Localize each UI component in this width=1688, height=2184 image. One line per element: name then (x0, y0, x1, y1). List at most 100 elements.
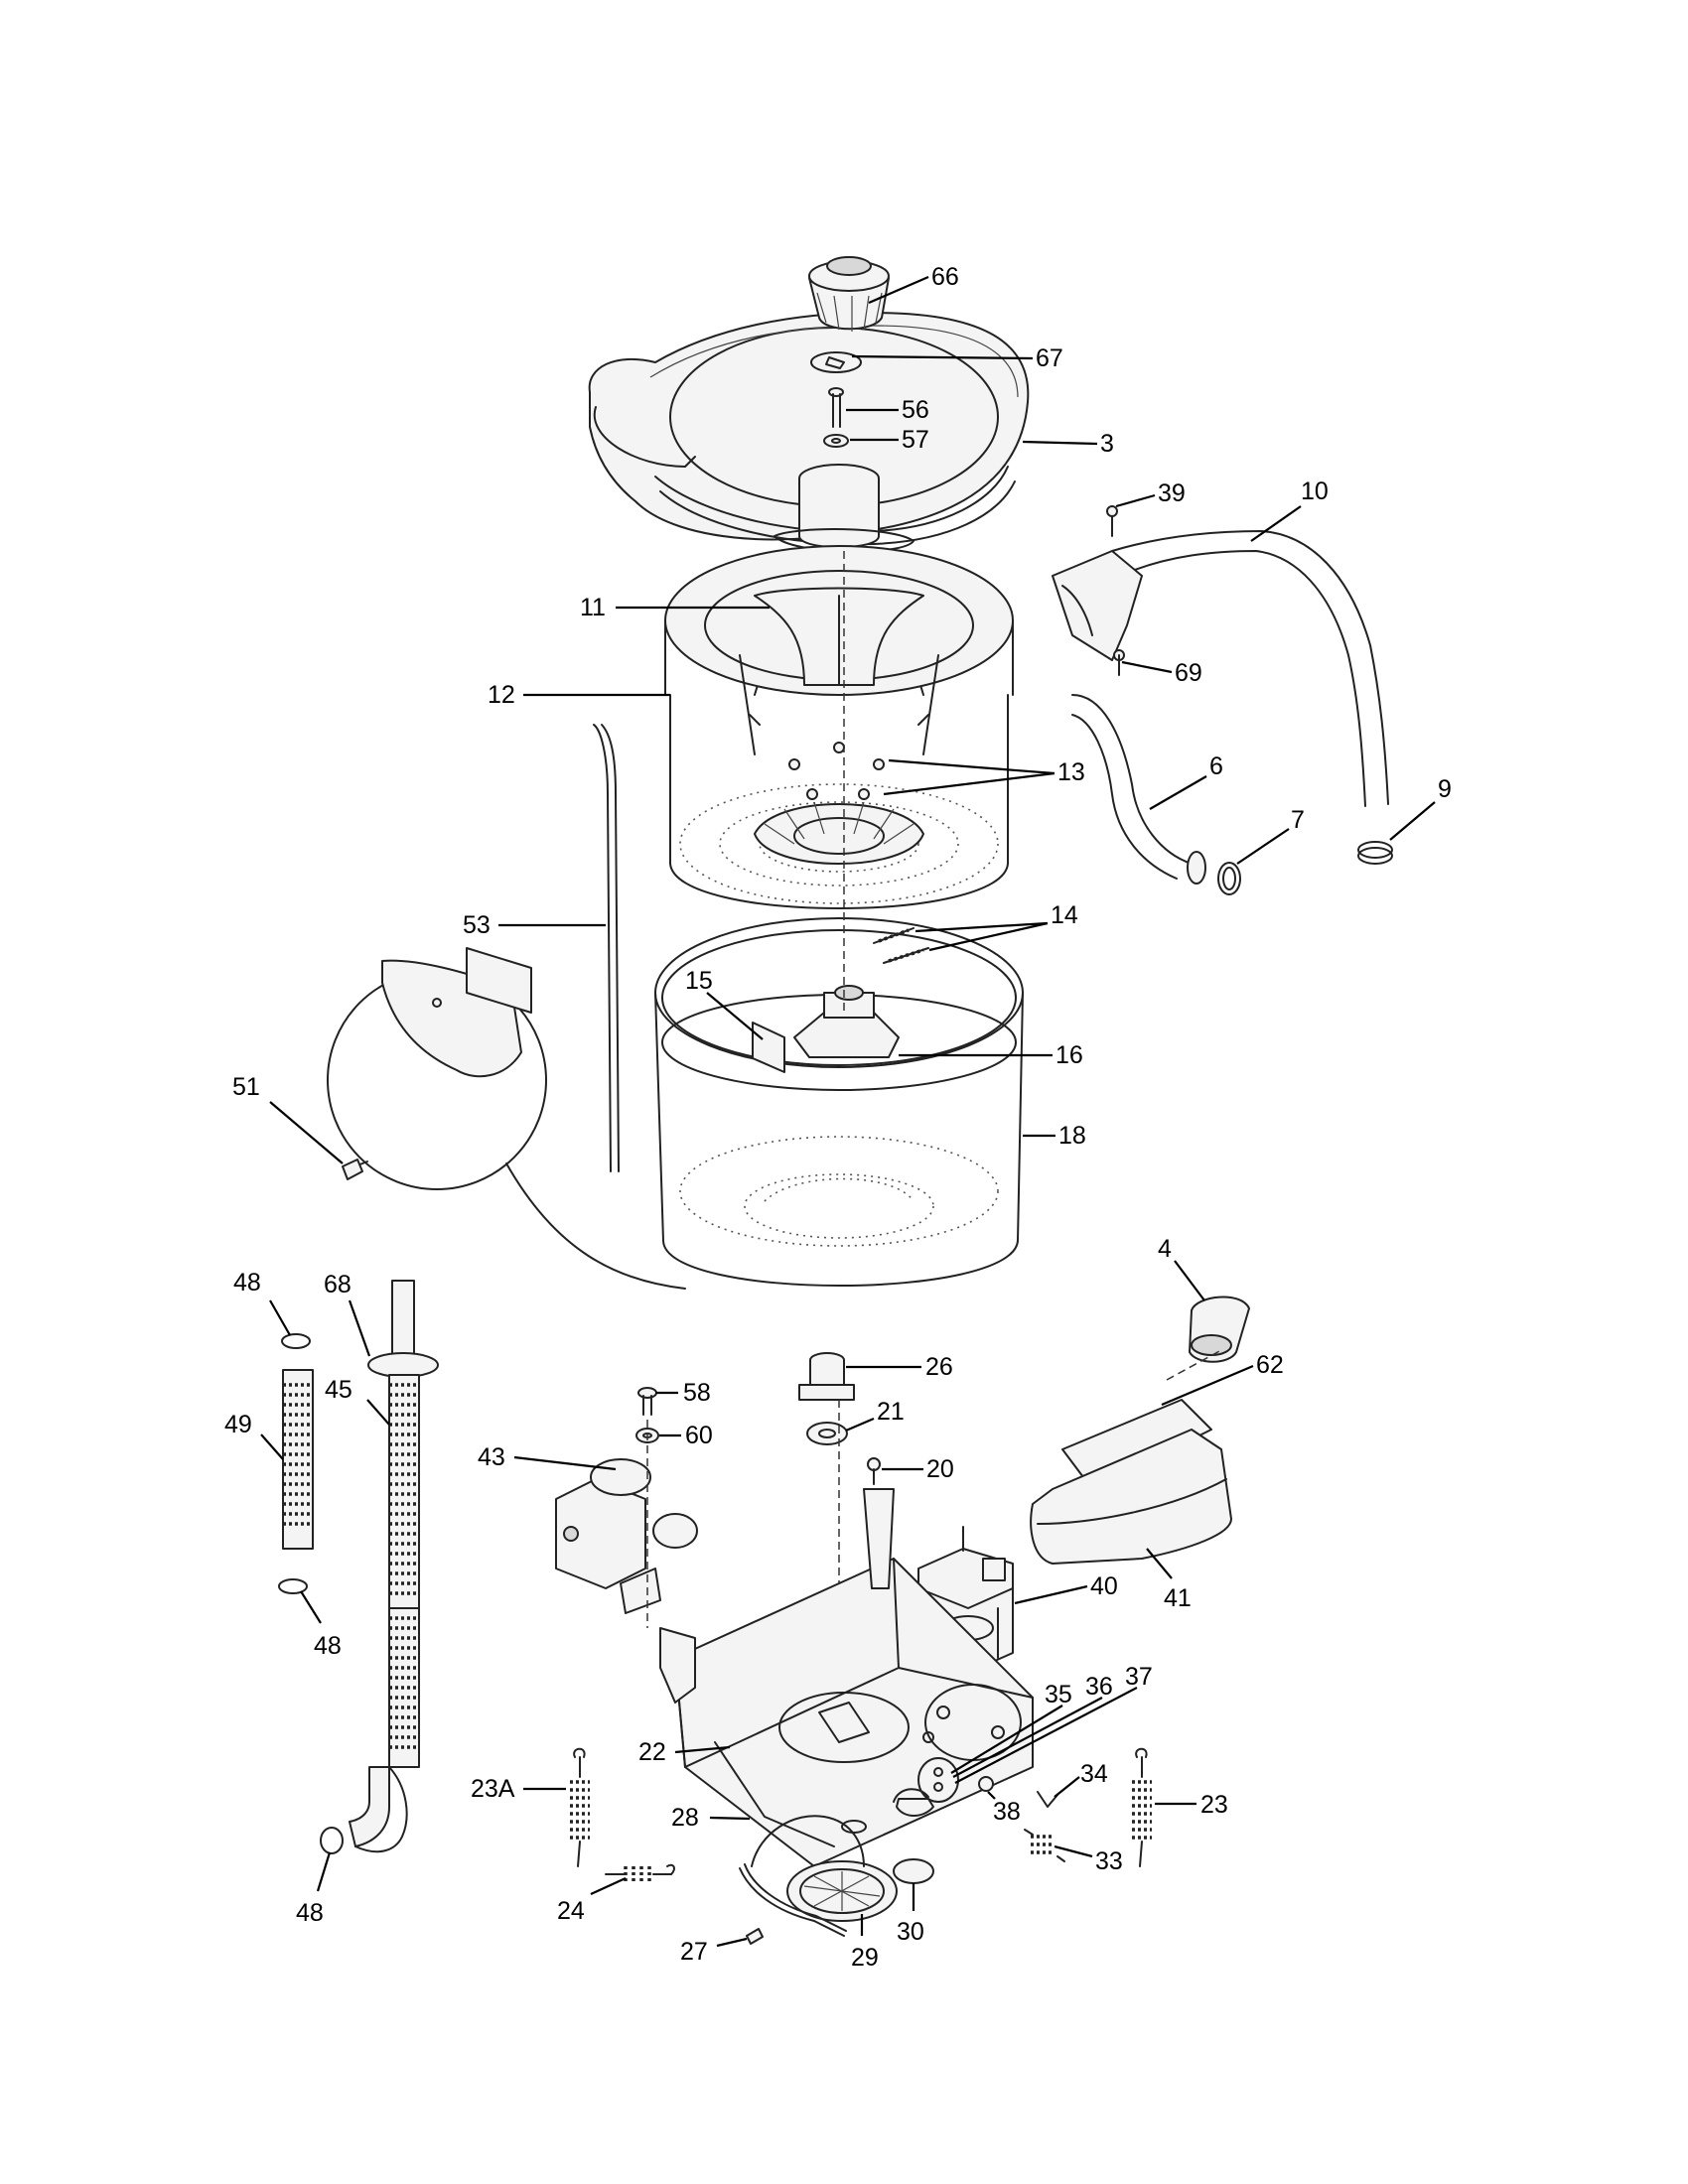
callout-13: 13 (1057, 758, 1085, 786)
callout-15: 15 (685, 967, 713, 995)
clamp-part-48-top (281, 1333, 311, 1349)
callout-53: 53 (463, 911, 491, 939)
nut-part-38 (978, 1776, 994, 1792)
spring-part-24 (605, 1863, 675, 1882)
callout-20: 20 (926, 1455, 954, 1483)
bolt-part-56 (828, 387, 844, 428)
callout-36: 36 (1085, 1673, 1113, 1701)
leader-48b (300, 1590, 322, 1624)
callout-10: 10 (1301, 478, 1329, 505)
callout-48c: 48 (296, 1899, 324, 1927)
callout-48a: 48 (233, 1269, 261, 1297)
leader-10 (1250, 505, 1302, 542)
fill-hose-part-10 (1052, 530, 1389, 807)
callout-58: 58 (683, 1379, 711, 1407)
callout-49: 49 (224, 1411, 252, 1438)
leader-37 (954, 1687, 1138, 1784)
callout-6: 6 (1209, 752, 1223, 780)
pulley-part-30 (893, 1858, 934, 1884)
leader-48c (316, 1851, 332, 1892)
detail-bubble (327, 947, 686, 1290)
callout-62: 62 (1256, 1351, 1284, 1379)
leader-24 (590, 1876, 627, 1896)
leader-21 (845, 1417, 875, 1433)
callout-24: 24 (557, 1897, 585, 1925)
screw-part-58 (637, 1387, 657, 1416)
callout-51: 51 (232, 1073, 260, 1101)
callout-40: 40 (1090, 1572, 1118, 1600)
basket-part (664, 545, 1014, 909)
bearing-housing-part (793, 985, 900, 1058)
callout-18: 18 (1058, 1122, 1086, 1150)
clamp-part-48-mid (278, 1578, 308, 1594)
leader-62 (1161, 1364, 1254, 1407)
switch-part-35-36-37 (893, 1757, 959, 1817)
bracket-part-15 (752, 1022, 785, 1073)
callout-23: 23 (1200, 1791, 1228, 1819)
water-valve-part (555, 1458, 698, 1614)
callout-48b: 48 (314, 1632, 342, 1660)
leader-27 (716, 1937, 748, 1948)
callout-30: 30 (897, 1918, 924, 1946)
callout-28: 28 (671, 1804, 699, 1832)
leader-6 (1149, 775, 1207, 810)
cap-insert-part (810, 351, 862, 373)
callout-26: 26 (925, 1353, 953, 1381)
leader-48a (269, 1299, 291, 1336)
leader-45 (366, 1399, 390, 1426)
callout-69: 69 (1175, 659, 1202, 687)
leader-34 (1054, 1776, 1080, 1798)
leader-22 (674, 1745, 731, 1754)
leader-35 (950, 1705, 1063, 1774)
callout-57: 57 (902, 426, 929, 454)
clamp-part-48-bottom (320, 1827, 344, 1854)
callout-4: 4 (1158, 1235, 1172, 1263)
callout-34: 34 (1080, 1760, 1108, 1788)
callout-39: 39 (1158, 479, 1186, 507)
callout-29: 29 (851, 1944, 879, 1972)
leader-68 (348, 1299, 371, 1357)
spring-part-23 (1132, 1747, 1152, 1867)
washer-part-21 (806, 1422, 848, 1445)
hose-clamp-part-9 (1357, 841, 1393, 865)
leader-33 (1054, 1844, 1093, 1858)
outer-tub-part (654, 917, 1024, 1287)
agitator-cap-part (808, 256, 890, 332)
leader-13 (888, 758, 1055, 775)
callout-27: 27 (680, 1938, 708, 1966)
leader-43 (513, 1455, 617, 1471)
leader-15 (706, 992, 764, 1040)
seal-part-26 (798, 1352, 855, 1401)
callout-41: 41 (1164, 1584, 1192, 1612)
spring-part-23a (570, 1747, 590, 1867)
callout-60: 60 (685, 1422, 713, 1449)
screw-part-39 (1106, 505, 1118, 537)
leader-67 (851, 354, 1034, 360)
leader-3 (1022, 440, 1098, 446)
callout-56: 56 (902, 396, 929, 424)
bolt-set-14 (873, 927, 929, 964)
leader-66 (868, 275, 929, 305)
motor-shield-part-41 (1030, 1429, 1232, 1565)
callout-68: 68 (324, 1271, 352, 1298)
leader-14b (928, 921, 1049, 952)
leader-28 (709, 1816, 751, 1821)
clip-part-27 (746, 1928, 764, 1945)
leader-36 (952, 1697, 1103, 1778)
callout-9: 9 (1438, 775, 1452, 803)
callout-23a: 23A (471, 1775, 515, 1803)
spring-part-33 (1024, 1829, 1065, 1862)
leader-9 (1389, 801, 1436, 841)
leader-13b (883, 771, 1055, 796)
callout-3: 3 (1100, 430, 1114, 458)
overflow-tube-part (593, 724, 620, 1172)
callout-11: 11 (580, 594, 606, 621)
o-ring-part-7 (1217, 862, 1241, 895)
screw-set-13 (788, 742, 885, 800)
callout-14: 14 (1051, 901, 1078, 929)
leader-38 (987, 1791, 996, 1800)
callout-33: 33 (1095, 1847, 1123, 1875)
callout-22: 22 (638, 1738, 666, 1766)
spring-part-34 (1037, 1791, 1058, 1808)
